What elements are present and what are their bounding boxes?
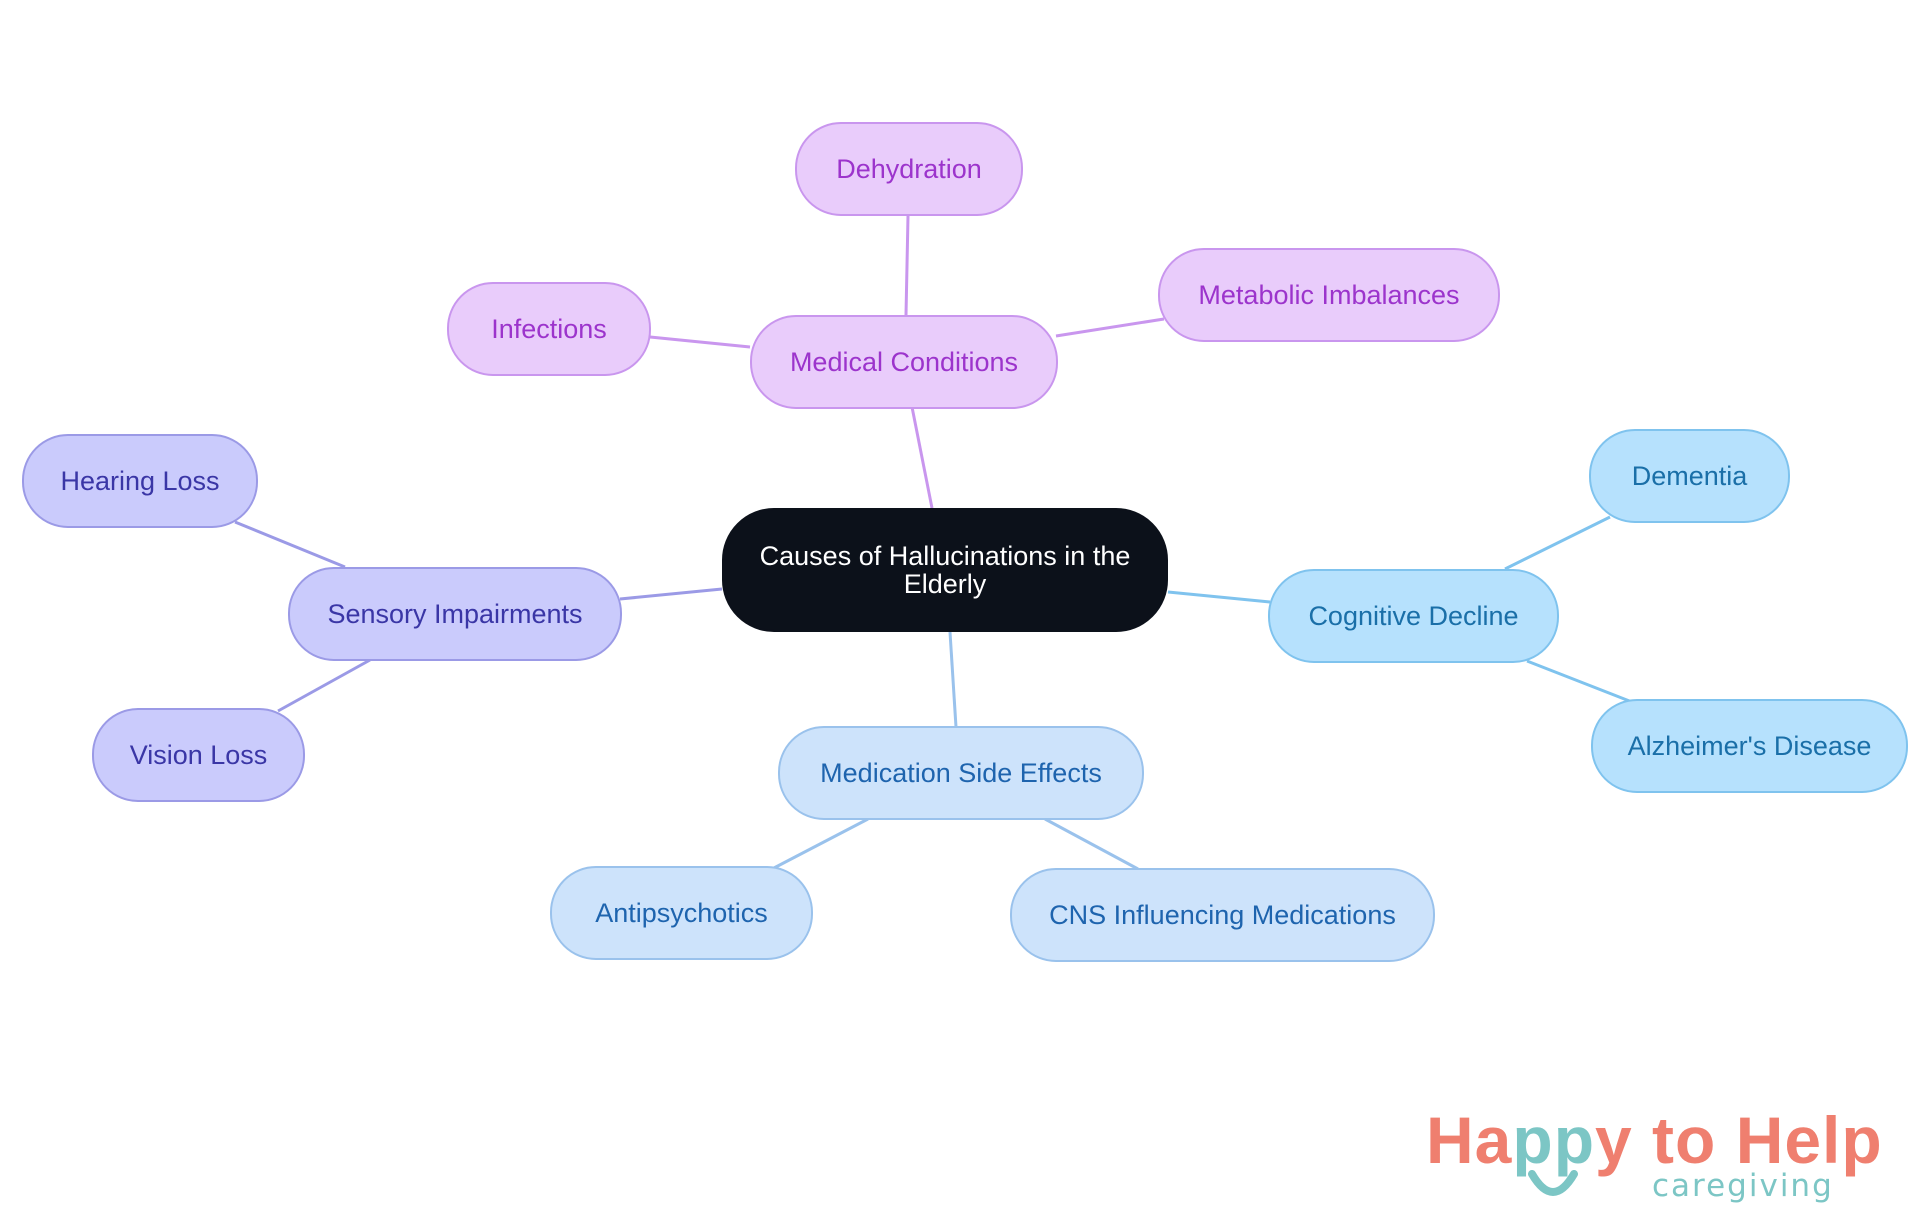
logo-word-part-teal: pp [1512, 1103, 1596, 1177]
happy-to-help-logo: Happy to Help caregiving [1420, 1102, 1890, 1210]
node-infections[interactable]: Infections [447, 282, 651, 376]
logo-word-part: y to Help [1595, 1103, 1883, 1177]
node-dementia[interactable]: Dementia [1589, 429, 1790, 523]
node-label: Antipsychotics [595, 897, 768, 928]
logo-word-part: Ha [1426, 1103, 1513, 1177]
edge-medical-metabolic [1055, 317, 1165, 338]
node-metabolic-imbalances[interactable]: Metabolic Imbalances [1158, 248, 1500, 342]
smile-icon [1528, 1170, 1578, 1196]
node-label: Hearing Loss [60, 465, 220, 496]
node-sensory-impairments[interactable]: Sensory Impairments [288, 567, 622, 661]
node-label: Sensory Impairments [327, 598, 583, 629]
edge-medication-antipsychotics [771, 817, 869, 871]
node-label: Cognitive Decline [1308, 600, 1519, 631]
edge-cognitive-alzheimers [1526, 659, 1633, 704]
edge-sensory-vision [277, 658, 371, 713]
node-label: Alzheimer's Disease [1627, 730, 1872, 761]
logo-tagline: caregiving [1652, 1168, 1834, 1204]
node-label: Vision Loss [129, 739, 268, 770]
logo-wordmark: Happy to Help [1426, 1102, 1883, 1178]
edge-medical-infections [649, 335, 751, 349]
edge-root-cognitive-decline [1167, 590, 1271, 604]
node-hearing-loss[interactable]: Hearing Loss [22, 434, 258, 528]
node-cns-influencing-medications[interactable]: CNS Influencing Medications [1010, 868, 1435, 962]
node-label: Infections [491, 313, 607, 344]
node-vision-loss[interactable]: Vision Loss [92, 708, 305, 802]
edge-sensory-hearing [234, 520, 346, 569]
edge-root-medical-conditions [910, 406, 934, 509]
edge-medical-dehydration [904, 215, 910, 316]
root-node[interactable]: Causes of Hallucinations in the Elderly [722, 508, 1168, 632]
edge-root-sensory-impairments [619, 587, 723, 601]
node-alzheimers-disease[interactable]: Alzheimer's Disease [1591, 699, 1908, 793]
node-cognitive-decline[interactable]: Cognitive Decline [1268, 569, 1559, 663]
edge-cognitive-dementia [1504, 515, 1611, 571]
node-label: Dementia [1631, 460, 1748, 491]
node-label: Medical Conditions [789, 346, 1019, 377]
node-medication-side-effects[interactable]: Medication Side Effects [778, 726, 1144, 820]
edge-medication-cns [1044, 817, 1139, 871]
root-label: Causes of Hallucinations in the Elderly [759, 540, 1131, 599]
node-medical-conditions[interactable]: Medical Conditions [750, 315, 1058, 409]
node-label: Medication Side Effects [820, 757, 1102, 788]
node-antipsychotics[interactable]: Antipsychotics [550, 866, 813, 960]
node-dehydration[interactable]: Dehydration [795, 122, 1023, 216]
edge-root-medication-side-effects [948, 631, 958, 728]
node-label: Dehydration [836, 153, 982, 184]
node-label: Metabolic Imbalances [1198, 279, 1460, 310]
node-label: CNS Influencing Medications [1049, 899, 1396, 930]
